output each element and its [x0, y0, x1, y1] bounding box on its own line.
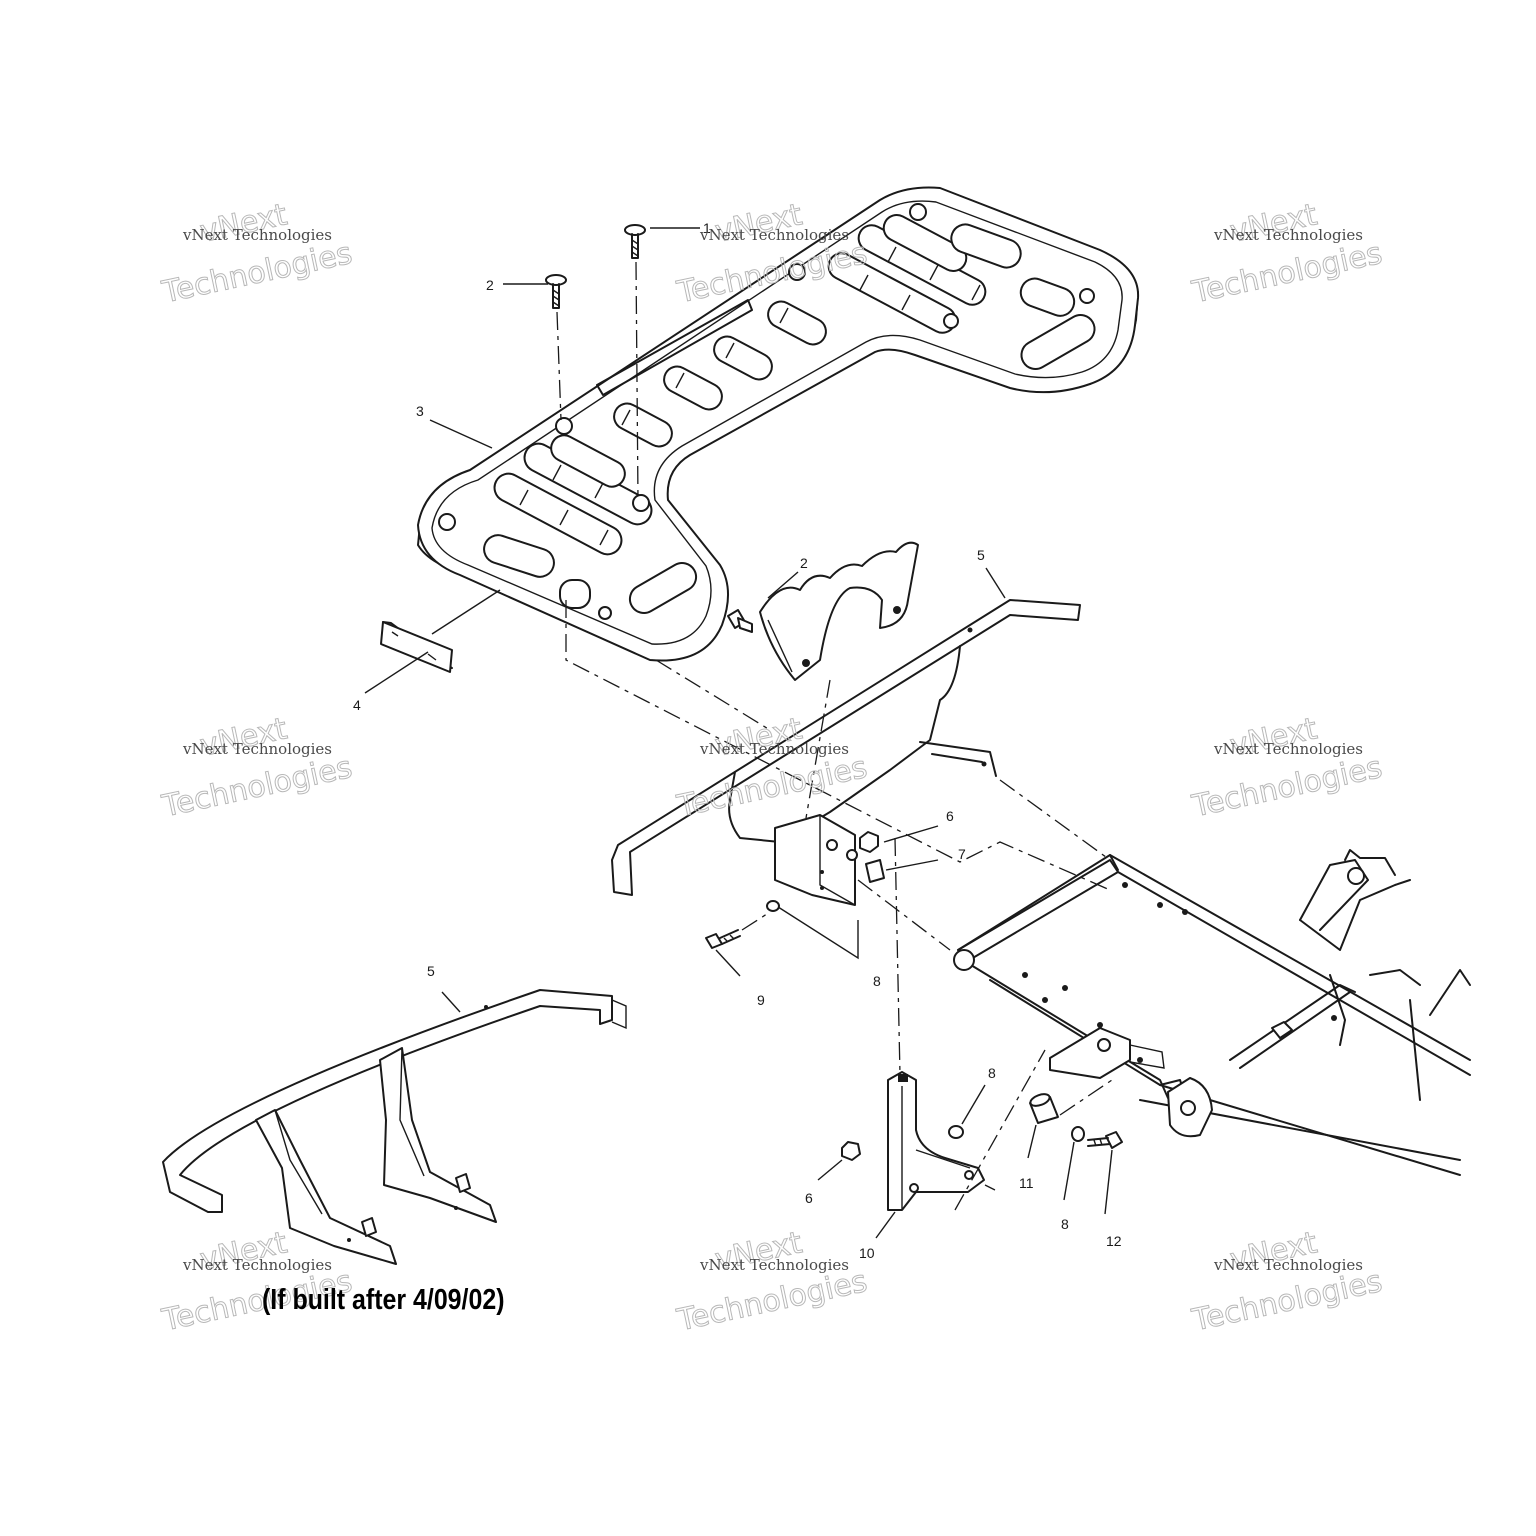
- mount-plate-assembly: [774, 814, 859, 960]
- watermark-big-line2: Technologies: [159, 750, 356, 825]
- assembly-line-rack-to-frame: [565, 600, 1111, 891]
- assembly-line-plate-to-bracket: [894, 837, 901, 1076]
- callout-7: 7: [958, 846, 966, 862]
- decal-part-4: [380, 621, 453, 673]
- bolt-part-2-lower: [727, 609, 753, 633]
- watermark-small: vNext Technologies: [1213, 740, 1363, 758]
- watermark-mid-right: vNext Technologies vNext Technologies: [1188, 711, 1386, 825]
- screw-1-center-line: [635, 261, 639, 501]
- callout-2-lower: 2: [800, 555, 808, 571]
- callout-3: 3: [416, 403, 424, 419]
- washer-part-8-lower: [1071, 1126, 1085, 1142]
- bumper-bar-part-5-lower: [162, 989, 627, 1265]
- watermark-small: vNext Technologies: [182, 1256, 332, 1274]
- assembly-line-rack-to-bumper: [655, 659, 771, 731]
- watermark-big-line2: Technologies: [159, 236, 356, 311]
- callout-10: 10: [859, 1245, 875, 1261]
- watermark-small: vNext Technologies: [182, 226, 332, 244]
- callout-1: 1: [703, 220, 711, 236]
- assembly-line-mount-to-frame: [857, 879, 951, 951]
- watermark-bottom-right: vNext Technologies vNext Technologies: [1188, 1225, 1386, 1339]
- callout-8-upper: 8: [873, 973, 881, 989]
- callout-5-lower: 5: [427, 963, 435, 979]
- watermark-small: vNext Technologies: [699, 740, 849, 758]
- watermark-top-left: vNext Technologies vNext Technologies: [158, 197, 356, 311]
- watermark-small: vNext Technologies: [699, 226, 849, 244]
- assembly-line-bracket-to-mount: [805, 679, 831, 819]
- callout-11: 11: [1019, 1175, 1034, 1191]
- bolt-9-center-line: [741, 911, 771, 931]
- spacer-part-11: [1029, 1093, 1059, 1124]
- bumper-bar-part-5-upper: [611, 599, 1081, 896]
- watermark-mid-center: vNext Technologies vNext Technologies: [673, 711, 871, 825]
- leader-lines: [364, 227, 1113, 1239]
- bolt-part-12: [1087, 1131, 1123, 1149]
- build-date-note: (If built after 4/09/02): [262, 1284, 505, 1316]
- washer-part-8-mid: [948, 1125, 964, 1139]
- callout-5-upper: 5: [977, 547, 985, 563]
- callout-12: 12: [1106, 1233, 1122, 1249]
- bolt-part-9: [705, 929, 741, 949]
- callout-9: 9: [757, 992, 765, 1008]
- watermark-big-line2: Technologies: [1189, 750, 1386, 825]
- watermark-small: vNext Technologies: [699, 1256, 849, 1274]
- nut-part-6-lower: [841, 1141, 861, 1161]
- watermark-big-line2: Technologies: [1189, 236, 1386, 311]
- screw-part-1: [624, 224, 646, 259]
- vehicle-frame: [953, 849, 1471, 1176]
- clip-part-7: [865, 859, 885, 883]
- callout-4: 4: [353, 697, 361, 713]
- watermark-small: vNext Technologies: [182, 740, 332, 758]
- screw-part-2: [545, 274, 567, 309]
- washer-part-8-upper: [766, 900, 780, 912]
- watermark-small: vNext Technologies: [1213, 226, 1363, 244]
- support-bracket-part-2: [759, 541, 919, 681]
- watermark-big-line2: Technologies: [1189, 1264, 1386, 1339]
- assembly-line-upper-to-frame-rail: [999, 779, 1111, 861]
- hitch-receiver: [1049, 1027, 1165, 1079]
- assembly-line-lower-fasteners: [954, 1049, 1113, 1211]
- rear-rack-part-3: [417, 186, 1140, 662]
- watermark-bottom-center: vNext Technologies vNext Technologies: [673, 1225, 871, 1339]
- watermark-bottom-left: vNext Technologies vNext Technologies: [158, 1225, 356, 1339]
- screw-2-center-line: [556, 311, 562, 421]
- watermark-mid-left: vNext Technologies vNext Technologies: [158, 711, 356, 825]
- callout-6-upper: 6: [946, 808, 954, 824]
- watermark-top-right: vNext Technologies vNext Technologies: [1188, 197, 1386, 311]
- callout-6-lower: 6: [805, 1190, 813, 1206]
- callout-2-upper: 2: [486, 277, 494, 293]
- callout-8-mid: 8: [988, 1065, 996, 1081]
- watermark-big-line2: Technologies: [674, 1264, 871, 1339]
- watermark-small: vNext Technologies: [1213, 1256, 1363, 1274]
- callout-labels: 1 2 3 4 2 5 6 7 8 9 5 8 6 11 8 10 12: [353, 220, 1122, 1261]
- callout-8-lower: 8: [1061, 1216, 1069, 1232]
- mount-bracket-part-10: [887, 1071, 985, 1211]
- nut-part-6-upper: [859, 831, 879, 853]
